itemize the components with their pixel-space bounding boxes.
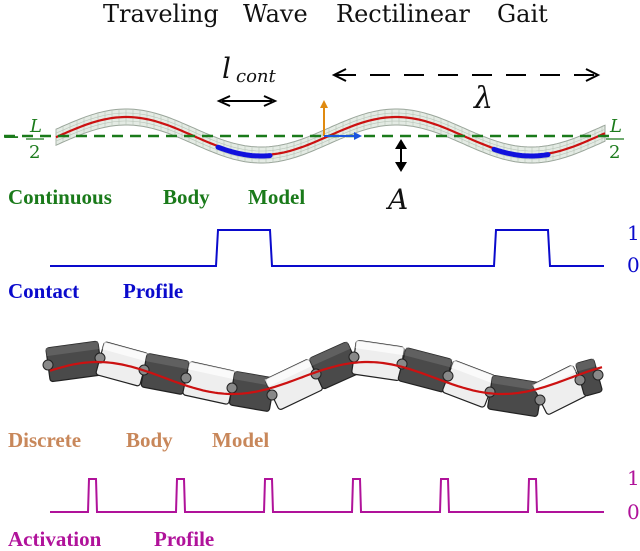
l-cont-arrow-right-head [263,95,278,107]
discrete-caption-word-3: Model [212,428,269,452]
joint [226,382,238,394]
right-end-denominator: 2 [609,142,620,163]
contact-segment-right [491,146,551,159]
title-word-gait: Gait [497,0,548,28]
block-highlight [451,360,496,384]
body-segment [140,353,190,395]
joint [534,394,546,406]
continuous-caption: Continuous Body Model [8,185,305,209]
mesh-line [55,120,605,160]
left-end-minus: − [2,125,20,150]
joint [442,370,454,382]
amplitude-symbol: A [385,183,408,216]
body-segment [182,361,236,405]
block-highlight [45,341,99,357]
body-segment [351,339,405,382]
amplitude-arrow-down-head [395,162,407,172]
joint [592,369,604,381]
discrete-body-centerline [49,360,603,396]
block-highlight [404,347,453,368]
body-segment [487,375,543,417]
block-highlight [309,341,351,366]
continuous-caption-word-2: Body [163,185,210,209]
continuous-caption-word-3: Model [248,185,305,209]
contact-level-high: 1 [627,221,640,245]
contact-caption-word-2: Profile [123,279,183,303]
lambda-arrow-left-head [331,68,347,82]
l-cont-subscript: cont [236,66,277,87]
right-end-label: L 2 [606,116,624,163]
joint [42,359,54,371]
activation-caption-word-1: Activation [8,527,102,551]
discrete-caption: Discrete Body Model [8,428,269,452]
joint [180,372,192,384]
discrete-caption-word-2: Body [126,428,173,452]
contact-profile-signal [50,229,604,267]
block-highlight [102,341,149,362]
block-highlight [264,358,313,387]
contact-caption-word-1: Contact [8,279,79,303]
activation-caption: Activation Profile [8,527,214,551]
lambda-arrow-right-head [585,68,601,82]
continuous-caption-word-1: Continuous [8,185,112,209]
left-end-label: − L 2 [2,116,44,163]
tangent-arrow-head [354,132,362,140]
contact-levels: 1 0 [627,221,640,277]
left-end-denominator: 2 [29,142,40,163]
l-cont-label: l cont [222,52,277,87]
block-highlight [532,364,576,392]
right-end-numerator: L [609,116,622,137]
block-highlight [355,340,405,356]
title-word-rectilinear: Rectilinear [336,0,470,28]
block-highlight [145,353,190,370]
amplitude-arrow-up-head [395,139,407,149]
joint [348,351,360,363]
block-highlight [233,371,275,387]
title: Traveling Wave Rectilinear Gait [103,0,548,28]
l-cont-arrow-left-head [216,95,231,107]
discrete-caption-word-1: Discrete [8,428,81,452]
lambda-symbol: λ [473,81,493,116]
activation-caption-word-2: Profile [154,527,214,551]
mesh-line [55,112,605,152]
left-end-numerator: L [29,116,42,137]
joint [266,389,278,401]
title-word-wave: Wave [243,0,308,28]
title-word-traveling: Traveling [103,0,219,28]
activation-level-high: 1 [627,466,640,490]
l-cont-symbol: l [222,52,231,85]
block-highlight [187,361,236,380]
activation-levels: 1 0 [627,466,640,524]
normal-arrow-head [320,100,328,108]
activation-profile-signal [50,478,604,513]
contact-level-low: 0 [627,253,640,277]
contact-segment-left [215,144,273,159]
activation-level-low: 0 [627,500,640,524]
block-highlight [575,358,596,372]
block-highlight [491,375,543,392]
contact-caption: Contact Profile [8,279,183,303]
discrete-body [42,339,604,417]
